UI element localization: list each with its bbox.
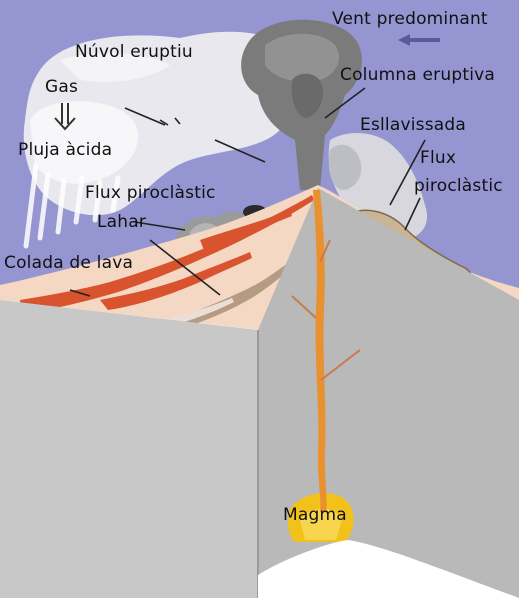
- label-landslide: Esllavissada: [360, 115, 466, 135]
- label-acid-rain: Pluja àcida: [18, 140, 112, 160]
- label-prevailing-wind: Vent predominant: [332, 9, 488, 29]
- label-eruptive-cloud: Núvol eruptiu: [75, 42, 193, 62]
- label-pyroclastic-flow-left: Flux piroclàstic: [85, 183, 216, 203]
- label-gas: Gas: [45, 77, 78, 97]
- label-lahar: Lahar: [97, 212, 146, 232]
- label-eruptive-column: Columna eruptiva: [340, 65, 495, 85]
- label-magma: Magma: [283, 505, 347, 525]
- crust-front: [0, 300, 258, 598]
- label-pyroclastic-flow-right-2: piroclàstic: [414, 176, 503, 196]
- label-lava-flow: Colada de lava: [4, 253, 133, 273]
- label-pyroclastic-flow-right-1: Flux: [420, 148, 456, 168]
